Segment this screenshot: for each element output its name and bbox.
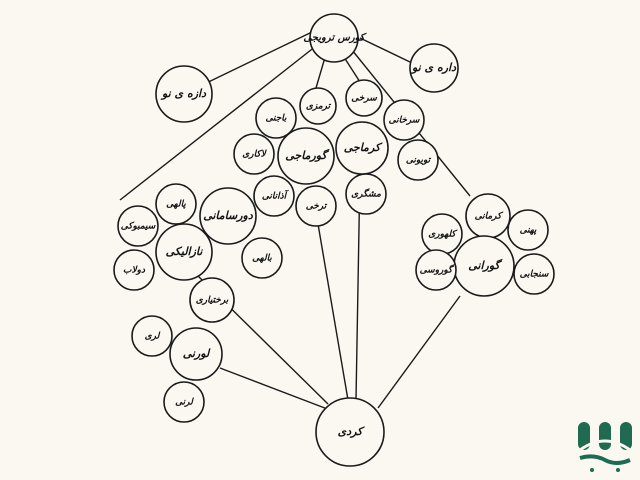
node-sorkhi: سرخی <box>345 79 383 117</box>
edge-kordi-torkhi <box>317 223 349 401</box>
node-label-pahni: پهنی <box>520 226 537 236</box>
node-lori: لری <box>131 315 173 357</box>
node-label-azanani: آذانانی <box>262 190 290 202</box>
node-label-root: کورس ترویجی <box>303 33 366 44</box>
node-label-gorani: گورانی <box>468 258 503 272</box>
node-label-torkhi: ترخی <box>306 202 328 212</box>
logo-wordmark <box>579 454 631 465</box>
node-nazaleiki: نازالیکی <box>155 223 213 281</box>
node-gorvani: گوروسی <box>415 249 457 291</box>
logo-leaf-center <box>599 422 611 450</box>
node-label-bakhtiari: برختیاری <box>196 295 229 306</box>
logo-leaf-right <box>620 422 632 450</box>
node-toyoni: تویونی <box>397 139 439 181</box>
watermark-logo <box>578 422 632 472</box>
node-paleh: پالهی <box>155 183 197 225</box>
node-label-dazehnow-left: دازه ی نو <box>160 87 207 100</box>
edge-root-dazehnow-left <box>195 31 313 89</box>
node-loroni: لورنی <box>169 327 223 381</box>
node-karmani: کرمانی <box>465 193 511 239</box>
node-label-lakari: لاکاری <box>242 149 267 160</box>
node-sinjabi: سنجابی <box>513 253 555 295</box>
node-gormaji: گورماجی <box>277 127 335 185</box>
node-kormaj: کرماجی <box>335 121 389 175</box>
node-mishkini: مشگری <box>345 173 387 215</box>
node-label-kormaj: کرماجی <box>344 141 383 154</box>
node-gorani: گورانی <box>453 235 515 297</box>
node-label-gormaji: گورماجی <box>285 148 330 162</box>
node-label-kordi: کردی <box>338 425 366 438</box>
node-label-lori: لری <box>145 331 161 342</box>
node-bakhtiari: برختیاری <box>189 277 235 323</box>
node-tormezi: ترمزی <box>299 87 337 125</box>
logo-arc <box>579 439 631 452</box>
node-label-gorvani: گوروسی <box>420 264 455 276</box>
node-label-nazaleiki: نازالیکی <box>166 245 204 258</box>
node-label-dorsamani: دورسامانی <box>203 209 254 222</box>
node-lakari: لاکاری <box>233 133 275 175</box>
edge-root-left-group <box>119 45 317 201</box>
node-label-sinjabi: سنجابی <box>520 269 549 280</box>
node-dolab: دولاب <box>113 249 155 291</box>
node-sorkhani: سرخانی <box>383 99 425 141</box>
node-label-dolab: دولاب <box>123 265 146 276</box>
node-label-dazehnow-right: داره ی نو <box>410 61 457 74</box>
node-label-mishkini: مشگری <box>351 188 381 200</box>
node-label-karmani: کرمانی <box>475 211 505 222</box>
node-pahni: پهنی <box>507 209 549 251</box>
node-label-sorkhi: سرخی <box>351 94 377 104</box>
node-label-kalhori: کلهوری <box>428 229 458 240</box>
node-root: کورس ترویجی <box>303 13 367 63</box>
node-label-larni: لرنی <box>175 397 194 408</box>
edge-root-dazehnow-right <box>359 37 411 63</box>
node-label-paleh: پالهی <box>166 199 186 210</box>
node-dazehnow-right: داره ی نو <box>409 43 459 93</box>
node-kordi: کردی <box>315 397 385 467</box>
edge-kordi-loroni <box>219 367 331 411</box>
edge-kordi-gorani <box>377 295 461 409</box>
node-label-simboki: سیمبوکی <box>121 221 156 232</box>
logo-leaf-left <box>578 422 590 450</box>
node-label-sorkhani: سرخانی <box>389 115 420 126</box>
node-kalhori: کلهوری <box>421 213 463 255</box>
node-dazehnow-left: دازه ی نو <box>155 65 213 123</box>
node-simboki: سیمبوکی <box>117 205 159 247</box>
node-azanani: آذانانی <box>253 175 295 217</box>
node-label-toyoni: تویونی <box>406 156 432 166</box>
node-baleh: بالهی <box>241 237 283 279</box>
node-larni: لرنی <box>163 381 205 423</box>
node-label-tormezi: ترمزی <box>306 102 332 112</box>
node-label-loroni: لورنی <box>183 347 211 360</box>
node-label-bajeni: باجنی <box>265 113 287 124</box>
node-bajeni: باجنی <box>255 97 297 139</box>
node-dorsamani: دورسامانی <box>199 187 257 245</box>
node-torkhi: ترخی <box>295 185 337 227</box>
node-label-baleh: بالهی <box>252 253 272 264</box>
